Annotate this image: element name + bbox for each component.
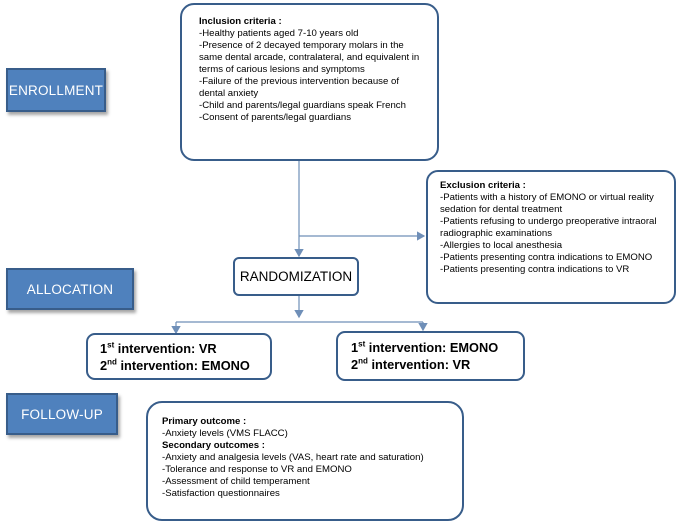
inclusion-title: Inclusion criteria : bbox=[199, 16, 282, 27]
phase-allocation: ALLOCATION bbox=[6, 268, 134, 310]
arm-left-box: 1st intervention: VR 2nd intervention: E… bbox=[86, 333, 272, 380]
inclusion-item: -Consent of parents/legal guardians bbox=[199, 112, 351, 123]
secondary-outcome-item: -Satisfaction questionnaires bbox=[162, 488, 280, 499]
arm-right-box: 1st intervention: EMONO 2nd intervention… bbox=[336, 331, 525, 381]
primary-outcome-item: -Anxiety levels (VMS FLACC) bbox=[162, 428, 288, 439]
exclusion-title: Exclusion criteria : bbox=[440, 180, 526, 191]
arm-left-second: 2nd intervention: EMONO bbox=[100, 357, 250, 373]
arm-right-second: 2nd intervention: VR bbox=[351, 356, 471, 372]
arm-left-first: 1st intervention: VR bbox=[100, 340, 217, 356]
outcomes-box: Primary outcome : -Anxiety levels (VMS F… bbox=[146, 401, 464, 521]
inclusion-item: -Healthy patients aged 7-10 years old bbox=[199, 28, 359, 39]
secondary-outcome-item: -Anxiety and analgesia levels (VAS, hear… bbox=[162, 452, 424, 463]
exclusion-item: -Allergies to local anesthesia bbox=[440, 240, 563, 251]
arm-right-first: 1st intervention: EMONO bbox=[351, 339, 499, 355]
phase-followup: FOLLOW-UP bbox=[6, 393, 118, 435]
inclusion-item: -Child and parents/legal guardians speak… bbox=[199, 100, 406, 111]
phase-enrollment: ENROLLMENT bbox=[6, 68, 106, 112]
inclusion-criteria-box: Inclusion criteria : -Healthy patients a… bbox=[180, 3, 439, 161]
randomization-box: RANDOMIZATION bbox=[233, 257, 359, 296]
exclusion-criteria-box: Exclusion criteria : -Patients with a hi… bbox=[426, 170, 676, 304]
inclusion-item: -Failure of the previous intervention be… bbox=[199, 76, 402, 99]
secondary-outcome-item: -Assessment of child temperament bbox=[162, 476, 310, 487]
secondary-outcomes-title: Secondary outcomes : bbox=[162, 440, 265, 451]
exclusion-item: -Patients refusing to undergo preoperati… bbox=[440, 216, 660, 239]
exclusion-item: -Patients presenting contra indications … bbox=[440, 264, 630, 275]
primary-outcome-title: Primary outcome : bbox=[162, 416, 247, 427]
exclusion-item: -Patients with a history of EMONO or vir… bbox=[440, 192, 657, 215]
exclusion-item: -Patients presenting contra indications … bbox=[440, 252, 653, 263]
secondary-outcome-item: -Tolerance and response to VR and EMONO bbox=[162, 464, 352, 475]
inclusion-item: -Presence of 2 decayed temporary molars … bbox=[199, 40, 422, 75]
